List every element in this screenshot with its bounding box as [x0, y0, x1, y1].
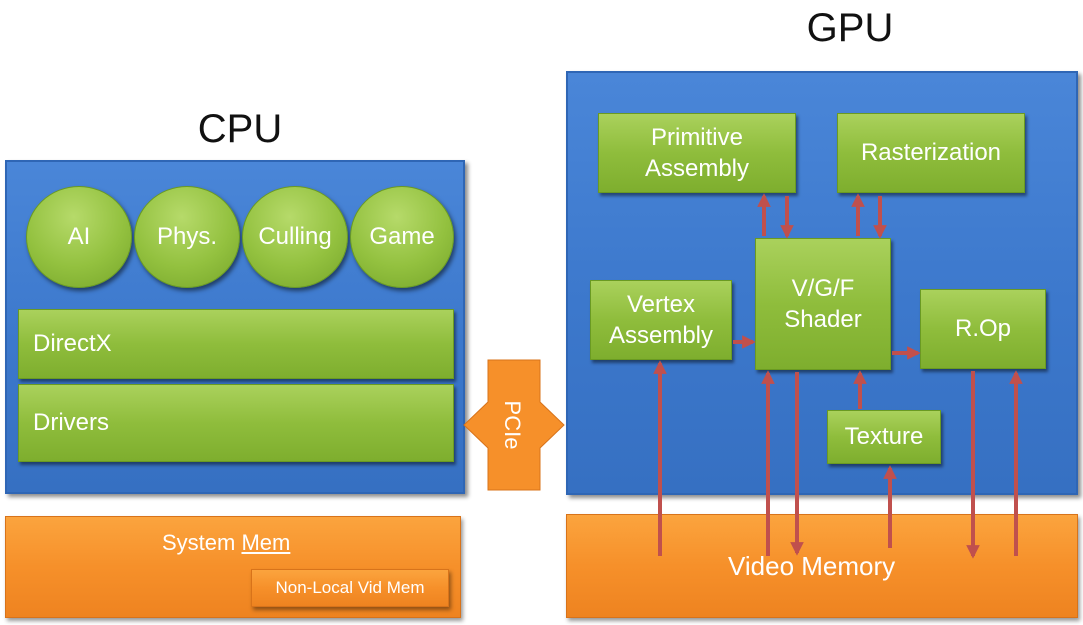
- directx-layer: DirectX: [18, 309, 454, 379]
- drivers-label: Drivers: [33, 409, 109, 437]
- primitive-assembly-label: Primitive Assembly: [644, 123, 750, 182]
- video-memory-block: [566, 514, 1078, 618]
- vertex-assembly-block: Vertex Assembly: [590, 280, 732, 360]
- cpu-title: CPU: [197, 107, 283, 151]
- texture-label: Texture: [844, 423, 924, 451]
- cpu-circle-game: Game: [350, 186, 454, 288]
- non-local-vid-mem-label: Non-Local Vid Mem: [275, 578, 425, 597]
- texture-block: Texture: [827, 410, 941, 464]
- cpu-circle-label: AI: [67, 223, 91, 250]
- shader-label: V/G/F Shader: [784, 274, 862, 333]
- rasterization-block: Rasterization: [837, 113, 1025, 193]
- cpu-circle-label: Game: [369, 223, 435, 250]
- rop-label: R.Op: [954, 315, 1011, 343]
- vertex-assembly-label: Vertex Assembly: [608, 290, 714, 349]
- cpu-circle-physics: Phys.: [134, 186, 240, 288]
- rop-block: R.Op: [920, 289, 1046, 369]
- cpu-circle-culling: Culling: [242, 186, 348, 288]
- cpu-circle-ai: AI: [26, 186, 132, 288]
- primitive-assembly-block: Primitive Assembly: [598, 113, 796, 193]
- rasterization-label: Rasterization: [860, 139, 1002, 167]
- video-memory-label: Video Memory: [728, 551, 896, 581]
- gpu-title: GPU: [806, 6, 894, 50]
- pcie-label: PCIe: [500, 400, 525, 450]
- system-memory-label: System Mem: [162, 530, 290, 556]
- drivers-layer: Drivers: [18, 384, 454, 462]
- shader-block: V/G/F Shader: [755, 238, 891, 370]
- system-memory-label-underlined: Mem: [241, 530, 291, 555]
- cpu-circle-label: Phys.: [156, 223, 218, 250]
- directx-label: DirectX: [33, 330, 112, 358]
- cpu-circle-label: Culling: [258, 223, 332, 250]
- system-memory-label-prefix: System: [162, 530, 242, 555]
- non-local-vid-mem-block: Non-Local Vid Mem: [251, 569, 449, 607]
